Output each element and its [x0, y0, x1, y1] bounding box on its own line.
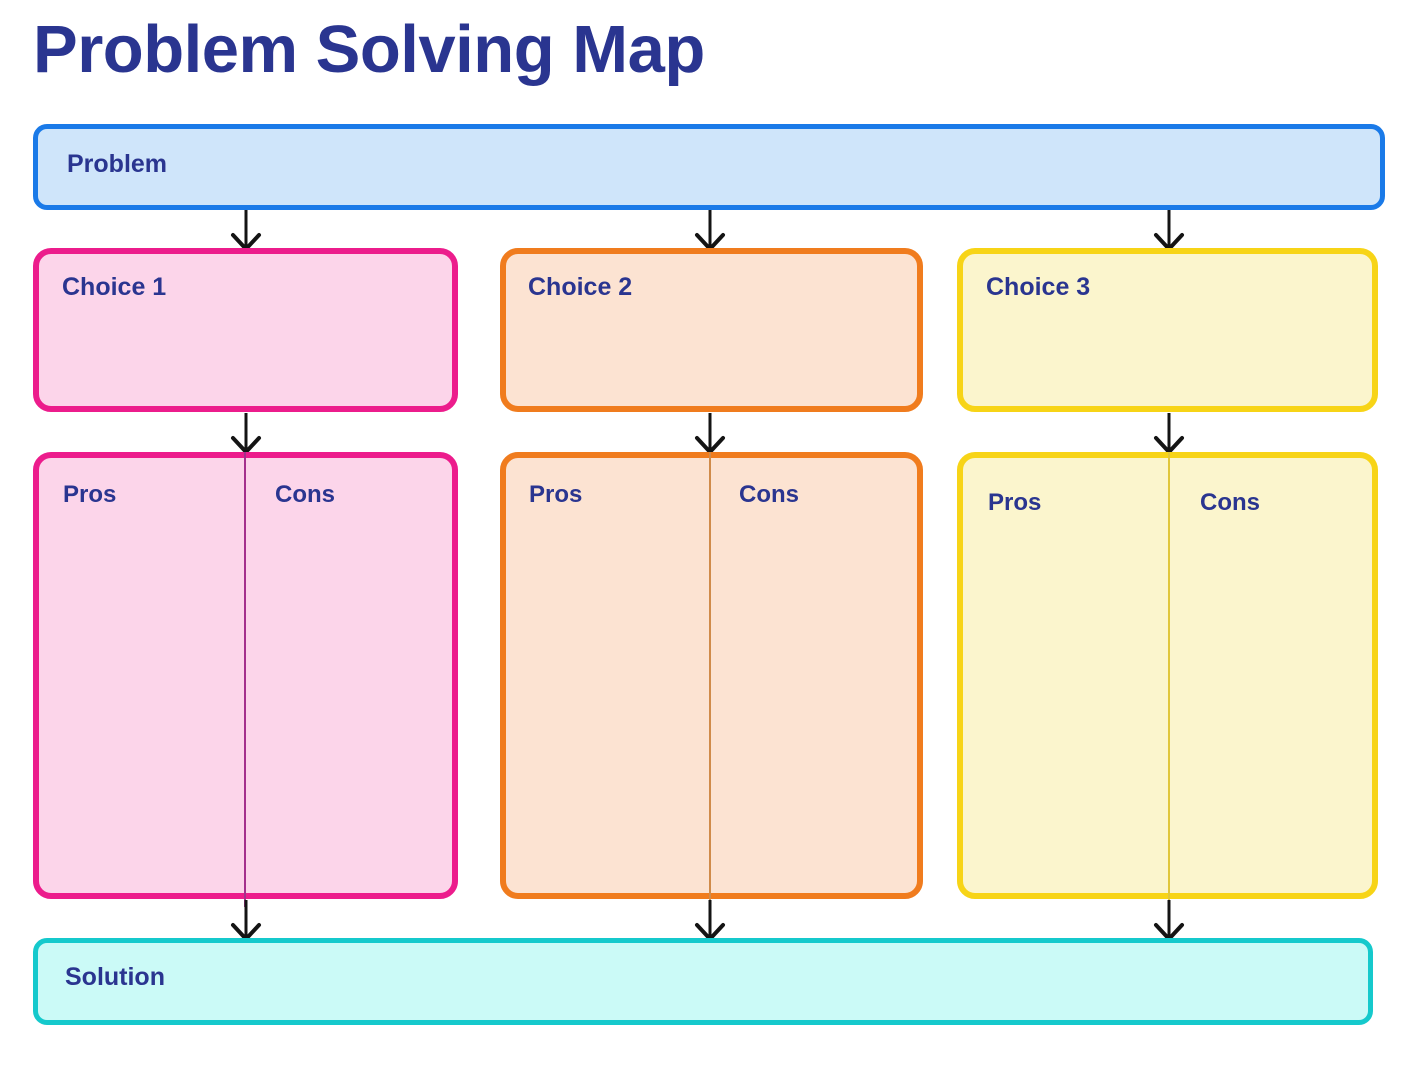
arrow-choice-1-to-proscons-1	[230, 413, 262, 455]
solution-label: Solution	[65, 963, 165, 991]
pros-2-label: Pros	[529, 481, 583, 508]
arrow-problem-to-choice-3	[1153, 210, 1185, 252]
cons-1-label: Cons	[275, 481, 335, 508]
proscons-3-box[interactable]	[957, 452, 1378, 899]
problem-box[interactable]	[33, 124, 1385, 210]
choice-3-box[interactable]	[957, 248, 1378, 412]
solution-box[interactable]	[33, 938, 1373, 1025]
cons-2-label: Cons	[739, 481, 799, 508]
pros-1-label: Pros	[63, 481, 117, 508]
choice-2-box[interactable]	[500, 248, 923, 412]
arrow-proscons-1-to-solution	[230, 900, 262, 942]
choice-2-label: Choice 2	[528, 273, 633, 301]
choice-1-label: Choice 1	[62, 273, 167, 301]
proscons-2-divider	[709, 452, 711, 907]
choice-3-label: Choice 3	[986, 273, 1091, 301]
page-title: Problem Solving Map	[33, 12, 705, 87]
proscons-3-divider	[1168, 452, 1170, 907]
arrow-problem-to-choice-1	[230, 210, 262, 252]
proscons-1-divider	[244, 452, 246, 907]
problem-label: Problem	[67, 150, 168, 178]
pros-3-label: Pros	[988, 489, 1042, 516]
arrow-choice-3-to-proscons-3	[1153, 413, 1185, 455]
cons-3-label: Cons	[1200, 489, 1260, 516]
arrow-problem-to-choice-2	[694, 210, 726, 252]
arrow-choice-2-to-proscons-2	[694, 413, 726, 455]
proscons-2-box[interactable]	[500, 452, 923, 899]
choice-1-box[interactable]	[33, 248, 458, 412]
